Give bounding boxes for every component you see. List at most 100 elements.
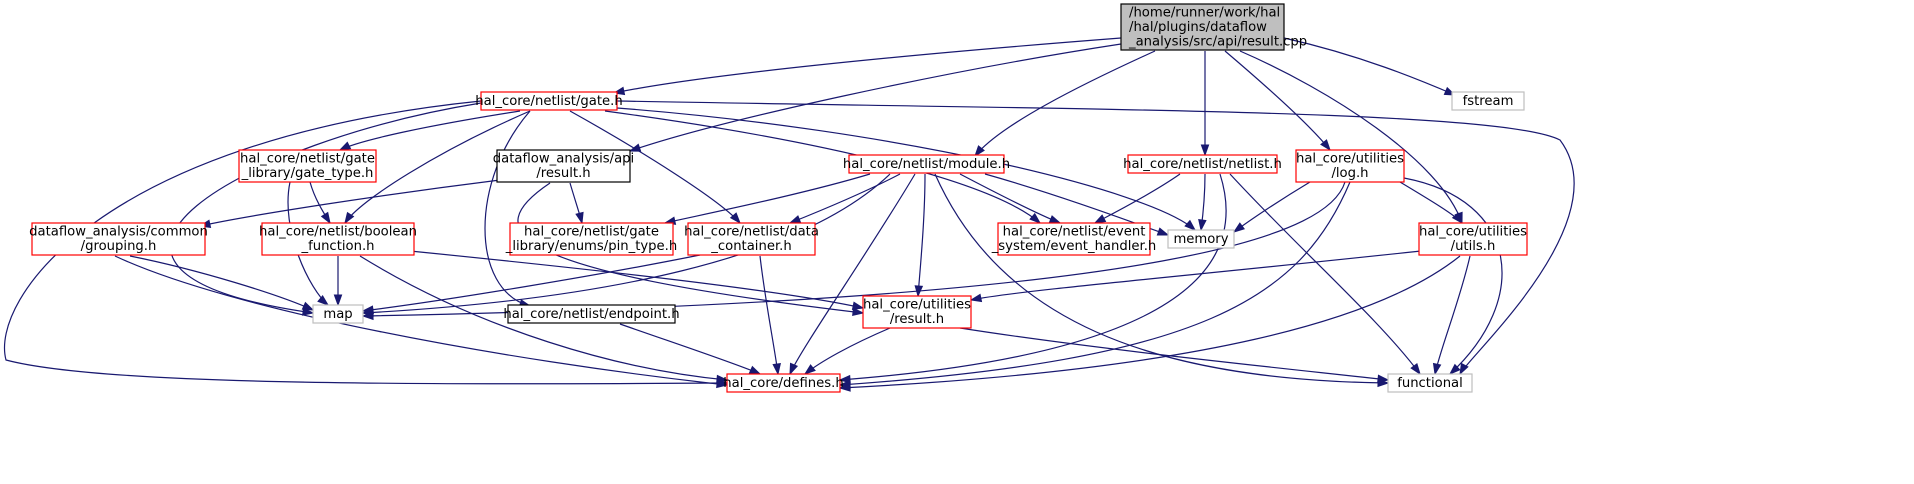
node-endpoint-h[interactable]: hal_core/netlist/endpoint.h [503, 304, 680, 324]
node-box [848, 154, 1005, 174]
edge-line [1434, 255, 1471, 375]
node-box [1167, 229, 1235, 249]
node-box [1451, 91, 1525, 111]
node-label-line: fstream [1463, 94, 1514, 109]
edge-utils_h-to-util_result_h [969, 249, 1431, 303]
edge-netlist_h-to-event_handler_h [1093, 173, 1181, 224]
node-gate-h[interactable]: hal_core/netlist/gate.h [475, 91, 623, 111]
node-label-line: /result.h [890, 312, 944, 327]
node-label-line: hal_core/netlist/event [1003, 225, 1146, 240]
node-dfa-result-h[interactable]: dataflow_analysis/api/result.h [493, 149, 634, 183]
node-label-line: hal_core/utilities [1296, 152, 1404, 167]
node-box [862, 295, 972, 329]
edge-arrowhead [1200, 144, 1210, 157]
edge-line [759, 255, 779, 375]
node-label-line: _analysis/src/api/result.cpp [1128, 34, 1307, 49]
node-label-line: hal_core/utilities [1419, 225, 1527, 240]
node-box [1387, 373, 1473, 393]
edge-gate_h-to-boolean_function_h [344, 110, 531, 225]
edges-layer [4, 37, 1575, 392]
node-util-result-h[interactable]: hal_core/utilities/result.h [862, 295, 972, 329]
node-grouping-h[interactable]: dataflow_analysis/common/grouping.h [29, 222, 208, 256]
edge-arrowhead [1198, 219, 1207, 232]
node-module-h[interactable]: hal_core/netlist/module.h [843, 154, 1010, 174]
node-log-h[interactable]: hal_core/utilities/log.h [1295, 149, 1405, 183]
edge-arrowhead [628, 143, 642, 152]
edge-root-to-module_h [974, 50, 1156, 158]
edge-grouping_h-to-map [129, 255, 315, 311]
edge-root-to-netlist_h [1200, 50, 1210, 157]
edge-netlist_h-to-defines_h [838, 173, 1227, 384]
node-box [1120, 3, 1285, 51]
node-fstream: fstream [1451, 91, 1525, 111]
edge-root-to-utils_h [1239, 50, 1463, 225]
node-label-line: functional [1397, 376, 1463, 391]
node-gate-type-h[interactable]: hal_core/netlist/gate_library/gate_type.… [238, 149, 377, 183]
node-box [312, 304, 364, 324]
edge-arrowhead [974, 145, 985, 158]
node-memory: memory [1167, 229, 1235, 249]
edge-gate_type_h-to-map [287, 181, 330, 306]
edge-dfa_result_h-to-grouping_h [198, 179, 501, 228]
node-defines-h[interactable]: hal_core/defines.h [723, 373, 844, 393]
edge-arrowhead [1451, 212, 1463, 225]
edge-util_result_h-to-defines_h [803, 327, 891, 375]
edge-gate_h-to-gate_type_h [338, 110, 521, 151]
edge-line [4, 100, 728, 385]
edge-line [114, 255, 728, 386]
node-functional: functional [1387, 373, 1473, 393]
edge-arrowhead [838, 383, 851, 392]
node-utils-h[interactable]: hal_core/utilities/utils.h [1418, 222, 1528, 256]
edge-arrowhead [1459, 362, 1469, 376]
edge-arrowhead [1029, 212, 1042, 224]
edge-gate_h-to-endpoint_h [484, 110, 532, 308]
edge-arrowhead [1432, 362, 1442, 376]
edge-line [362, 173, 891, 314]
edge-line [984, 173, 1169, 236]
edge-arrowhead [317, 294, 330, 306]
node-label-line: /log.h [1331, 166, 1368, 181]
node-label-line: hal_core/netlist/gate [524, 225, 659, 240]
node-label-line: /grouping.h [81, 239, 157, 254]
node-netlist-h[interactable]: hal_core/netlist/netlist.h [1123, 154, 1282, 174]
edge-line [804, 327, 891, 375]
node-label-line: hal_core/netlist/module.h [843, 157, 1010, 172]
edge-gate_h-to-map [170, 102, 482, 316]
node-pin-type-h[interactable]: hal_core/netlist/gate_library/enums/pin_… [505, 222, 677, 256]
edge-line [339, 110, 521, 151]
node-root[interactable]: /home/runner/work/hal/hal/plugins/datafl… [1120, 3, 1307, 51]
node-box [726, 373, 841, 393]
edge-line [399, 249, 864, 309]
edge-arrowhead [1156, 227, 1170, 236]
edge-arrowhead [1377, 374, 1390, 384]
edge-arrowhead [333, 294, 343, 307]
node-label-line: _function.h [300, 239, 374, 254]
node-data-container-h[interactable]: hal_core/netlist/data_container.h [684, 222, 819, 256]
edge-log_h-to-memory [1232, 181, 1311, 233]
edge-arrowhead [1410, 362, 1421, 376]
edge-line [1229, 173, 1421, 375]
node-box [509, 222, 674, 256]
edge-dfa_result_h-to-pin_type_h [569, 182, 584, 225]
edge-arrowhead [729, 212, 741, 225]
edge-line [839, 181, 1351, 386]
edge-boolean_function_h-to-defines_h [359, 255, 729, 384]
edge-arrowhead [838, 374, 851, 384]
edge-line [934, 173, 1389, 384]
node-label-line: hal_core/defines.h [723, 376, 843, 391]
edge-utils_h-to-functional [1432, 255, 1471, 376]
edge-line [970, 249, 1431, 301]
node-label-line: hal_core/utilities [863, 298, 971, 313]
node-label-line: /result.h [536, 166, 590, 181]
node-event-handler-h[interactable]: hal_core/netlist/event_system/event_hand… [991, 222, 1157, 256]
edge-arrowhead [716, 374, 729, 384]
edge-line [1403, 177, 1503, 375]
node-boolean-function-h[interactable]: hal_core/netlist/boolean_function.h [259, 222, 417, 256]
edge-line [484, 110, 531, 307]
edge-root-to-log_h [1224, 50, 1331, 152]
edge-log_h-to-utils_h [1399, 181, 1463, 225]
edge-line [1283, 37, 1456, 96]
edge-root-to-dfa_result_h [628, 43, 1122, 152]
edge-util_result_h-to-functional [959, 327, 1390, 384]
